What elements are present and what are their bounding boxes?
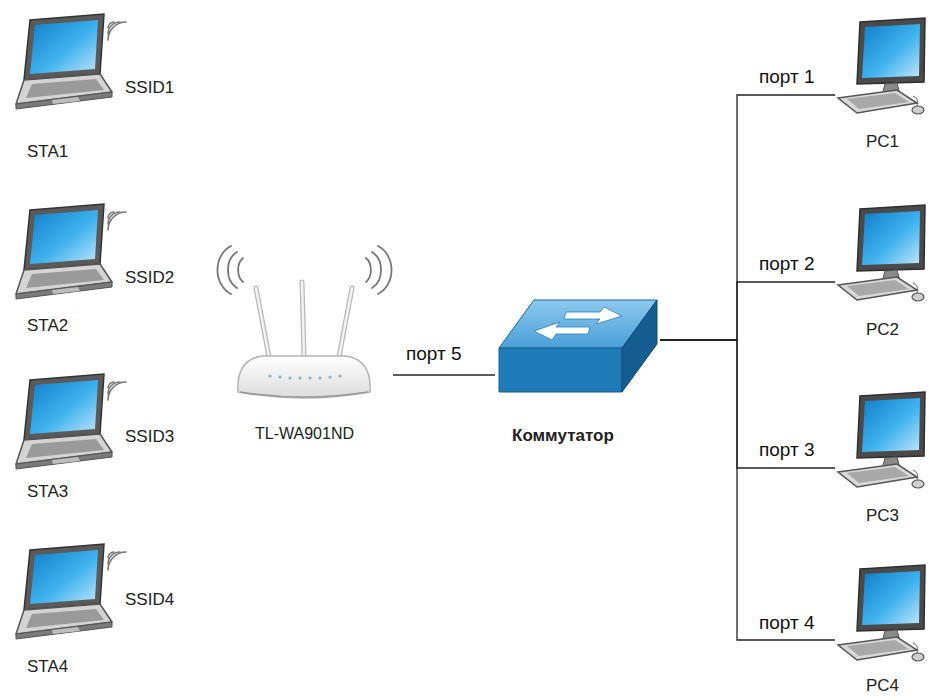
pc-node: PC3	[835, 385, 927, 530]
cable-line	[660, 282, 835, 340]
ssid-label: SSID2	[125, 268, 174, 288]
access-point-node: TL-WA901ND	[228, 236, 393, 451]
port-label: порт 4	[757, 612, 817, 634]
pc-label: PC4	[866, 676, 899, 696]
port-label: порт 3	[757, 439, 817, 461]
station-label: STA2	[27, 316, 68, 336]
cable-line	[393, 374, 495, 375]
port-label: порт 1	[757, 66, 817, 88]
laptop-node: SSID2STA2	[5, 196, 220, 344]
pc-label: PC3	[866, 506, 899, 526]
device-label: TL-WA901ND	[255, 425, 354, 443]
station-label: STA1	[27, 142, 68, 162]
station-label: STA3	[27, 482, 68, 502]
cable-line	[660, 340, 835, 640]
pc-label: PC2	[866, 320, 899, 340]
laptop-node: SSID3STA3	[5, 366, 220, 506]
access-point-icon	[217, 246, 391, 398]
pc-label: PC1	[866, 132, 899, 152]
ssid-label: SSID3	[125, 427, 174, 447]
pc-node: PC2	[835, 198, 927, 344]
switch-icon	[499, 300, 657, 392]
ssid-label: SSID1	[125, 78, 174, 98]
laptop-node: SSID1STA1	[5, 8, 220, 168]
port-label: порт 2	[757, 253, 817, 275]
laptop-node: SSID4STA4	[5, 536, 220, 686]
cable-line	[660, 95, 835, 340]
device-label: Коммутатор	[512, 426, 614, 446]
pc-node: PC1	[835, 10, 927, 162]
cable-line	[660, 340, 835, 468]
port-label: порт 5	[404, 343, 464, 365]
station-label: STA4	[27, 657, 68, 677]
pc-node: PC4	[835, 560, 927, 699]
switch-node: Коммутатор	[495, 295, 660, 455]
ssid-label: SSID4	[125, 590, 174, 610]
